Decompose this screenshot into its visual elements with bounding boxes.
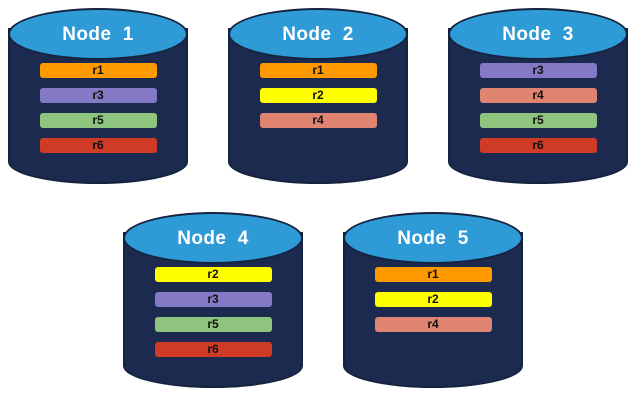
cylinder-top-ellipse: [343, 212, 523, 264]
cylinder-bottom-edge: [343, 344, 523, 388]
replica-bar[interactable]: r2: [154, 267, 272, 282]
replica-bar[interactable]: r5: [154, 317, 272, 332]
replica-bar[interactable]: r3: [39, 88, 157, 103]
node-label: Node 2: [282, 24, 354, 45]
replica-bar[interactable]: r6: [479, 138, 597, 153]
node-label: Node 3: [502, 24, 574, 45]
cylinder-top-ellipse: [228, 8, 408, 60]
replica-list: r3 r4 r5 r6: [448, 63, 628, 153]
replica-bar[interactable]: r1: [39, 63, 157, 78]
replica-bar[interactable]: r3: [479, 63, 597, 78]
replica-bar[interactable]: r4: [479, 88, 597, 103]
cylinder-top-ellipse: [448, 8, 628, 60]
replica-bar[interactable]: r6: [154, 342, 272, 357]
node-label: Node 1: [62, 24, 134, 45]
replica-list: r1 r2 r4: [228, 63, 408, 128]
database-node[interactable]: Node 3 r3 r4 r5 r6: [448, 8, 628, 184]
replica-bar[interactable]: r4: [259, 113, 377, 128]
database-node[interactable]: Node 4 r2 r3 r5 r6: [123, 212, 303, 388]
cylinder-top-ellipse: [123, 212, 303, 264]
replica-list: r2 r3 r5 r6: [123, 267, 303, 357]
node-label: Node 5: [397, 228, 469, 249]
database-node[interactable]: Node 5 r1 r2 r4: [343, 212, 523, 388]
replica-bar[interactable]: r2: [374, 292, 492, 307]
replica-list: r1 r3 r5 r6: [8, 63, 188, 153]
cylinder-bottom-edge: [228, 140, 408, 184]
database-node[interactable]: Node 2 r1 r2 r4: [228, 8, 408, 184]
replica-bar[interactable]: r4: [374, 317, 492, 332]
replica-bar[interactable]: r1: [259, 63, 377, 78]
replica-bar[interactable]: r5: [479, 113, 597, 128]
replica-bar[interactable]: r2: [259, 88, 377, 103]
replica-bar[interactable]: r3: [154, 292, 272, 307]
cylinder-top-ellipse: [8, 8, 188, 60]
node-label: Node 4: [177, 228, 249, 249]
replica-bar[interactable]: r6: [39, 138, 157, 153]
database-node[interactable]: Node 1 r1 r3 r5 r6: [8, 8, 188, 184]
replica-list: r1 r2 r4: [343, 267, 523, 332]
replica-bar[interactable]: r1: [374, 267, 492, 282]
replica-bar[interactable]: r5: [39, 113, 157, 128]
